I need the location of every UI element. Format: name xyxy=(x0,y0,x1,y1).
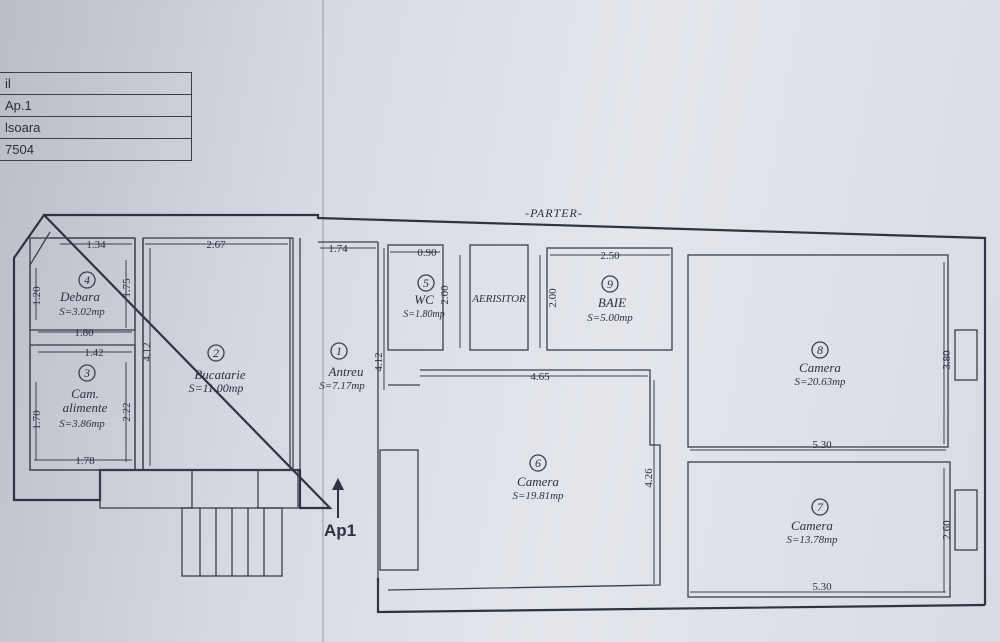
room-area: S=13.78mp xyxy=(786,534,838,546)
dimension-label: 1.70 xyxy=(31,410,43,430)
window xyxy=(954,329,978,381)
room-name: Cam. xyxy=(71,386,99,401)
paper-fold-line xyxy=(322,0,324,642)
outer-wall-lower xyxy=(376,578,986,614)
level-heading: -PARTER- xyxy=(525,206,583,220)
room-markers xyxy=(78,271,829,516)
title-block-table: il Ap.1 lsoara 7504 xyxy=(0,72,192,161)
dimension-label: 1.42 xyxy=(84,347,103,359)
dimension-label: 2.60 xyxy=(941,520,953,540)
room-baie-walls xyxy=(546,247,673,351)
room-name: Debara xyxy=(59,289,100,304)
dimension-label: 4.65 xyxy=(530,371,550,383)
room-camera7-walls xyxy=(687,461,951,598)
dimension-label: 1.78 xyxy=(75,455,95,467)
room-name: BAIE xyxy=(598,295,626,310)
dimension-label: 4.12 xyxy=(141,342,153,361)
dimension-label: 2.67 xyxy=(206,239,226,251)
room-camera8-walls xyxy=(687,254,949,448)
outer-wall-left xyxy=(44,213,987,605)
room-area: S=3.02mp xyxy=(59,306,105,318)
dimension-label: 1.74 xyxy=(328,243,348,255)
dimension-label: 1.80 xyxy=(74,327,94,339)
entrance-arrow-head xyxy=(332,478,344,490)
room-bucatarie-walls xyxy=(142,237,294,471)
room-area: S=20.63mp xyxy=(794,376,846,388)
room-area: S=19.81mp xyxy=(512,490,564,502)
dimension-label: 2.22 xyxy=(121,402,133,421)
room-name: Camera xyxy=(517,474,559,489)
window xyxy=(379,449,419,571)
dimension-lines xyxy=(34,243,946,593)
stairs xyxy=(99,469,299,577)
dimension-label: 5.30 xyxy=(812,439,832,451)
dimension-label: 1.20 xyxy=(31,286,43,306)
outer-wall-west xyxy=(12,213,333,510)
room-wc-walls xyxy=(387,244,444,351)
dimension-label: 1.34 xyxy=(86,239,106,251)
room-number: 8 xyxy=(817,343,823,357)
room-number: 5 xyxy=(423,276,429,290)
aerisitor-shaft xyxy=(469,244,529,351)
room-number: 1 xyxy=(336,344,342,358)
room-number: 6 xyxy=(535,456,541,470)
entrance-label: Ap1 xyxy=(324,521,356,540)
room-name-line2: alimente xyxy=(63,400,108,415)
room-name: Antreu xyxy=(328,364,364,379)
dimension-label: 3.80 xyxy=(941,350,953,370)
room-number: 3 xyxy=(83,366,90,380)
room-area: S=1.80mp xyxy=(403,309,444,320)
room-name: Camera xyxy=(791,518,833,533)
dimension-label: 5.30 xyxy=(812,581,832,593)
room-name: Bucatarie xyxy=(194,367,245,382)
room-number: 7 xyxy=(817,500,824,514)
dimension-label: 0.90 xyxy=(417,247,437,259)
room-area: S=3.86mp xyxy=(59,418,105,430)
room-name: Camera xyxy=(799,360,841,375)
dimension-label: 4.12 xyxy=(373,352,385,371)
room-camera6-walls xyxy=(387,369,661,591)
aerisitor-label: AERISITOR xyxy=(471,293,526,305)
room-area: S=5.00mp xyxy=(587,312,633,324)
dimension-label: 4.26 xyxy=(643,468,655,488)
room-number: 4 xyxy=(84,273,90,287)
dimension-label: 2.50 xyxy=(600,250,620,262)
dimension-label: 2.00 xyxy=(547,288,559,308)
room-number: 9 xyxy=(607,277,613,291)
dimension-label: 1.75 xyxy=(121,278,133,298)
window xyxy=(954,489,978,551)
room-number: 2 xyxy=(213,346,219,360)
dimension-label: 2.00 xyxy=(439,285,451,305)
room-area: S=11.00mp xyxy=(189,381,244,395)
room-area: S=7.17mp xyxy=(319,380,365,392)
title-block-row: 7504 xyxy=(0,138,192,161)
room-name: WC xyxy=(414,292,434,307)
